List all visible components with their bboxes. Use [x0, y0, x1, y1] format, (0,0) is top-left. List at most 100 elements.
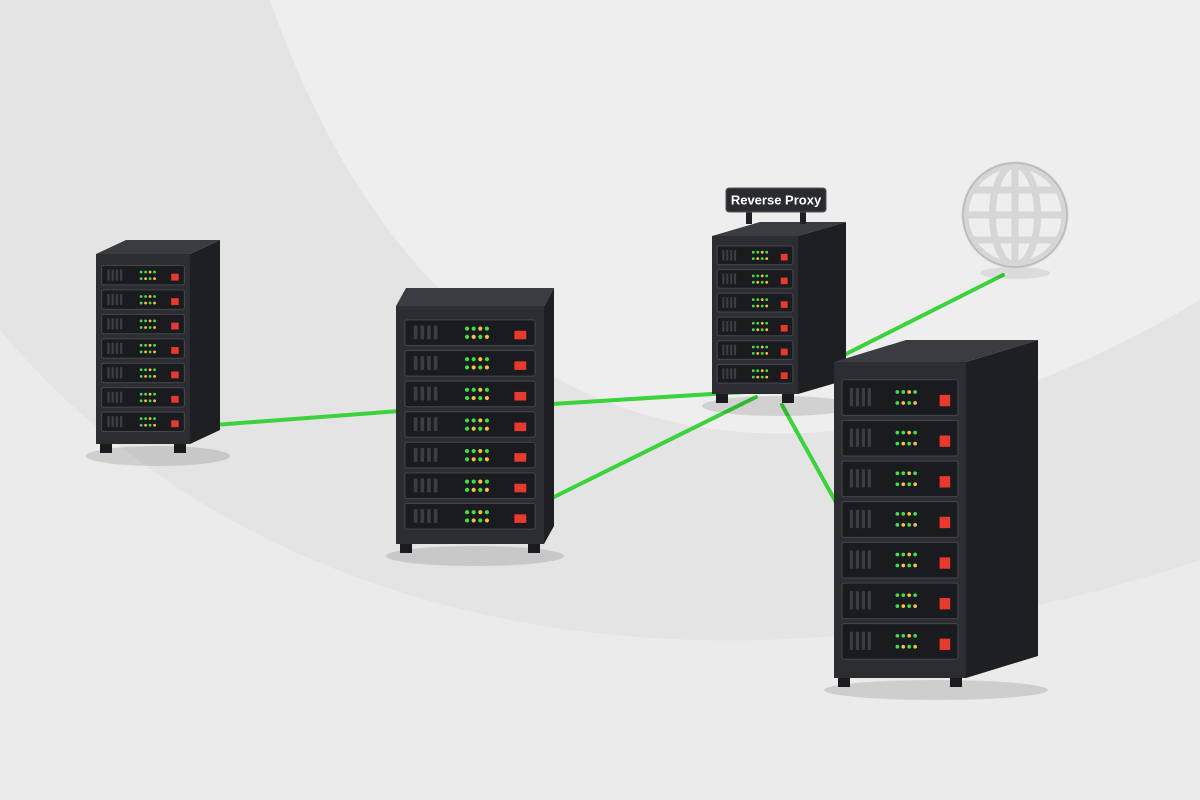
server-1-vent-slot [115, 416, 119, 428]
server-2-power-indicator [514, 391, 527, 401]
reverse-proxy-foot-0 [716, 394, 728, 403]
server-1-vent-slot [107, 416, 110, 428]
server-3-vent-slot [849, 387, 854, 407]
server-1-status-led [139, 399, 143, 403]
server-1-status-led [148, 319, 152, 323]
server-1-status-led [139, 295, 143, 298]
reverse-proxy-foot-1 [782, 394, 794, 403]
server-1-status-led [153, 350, 156, 354]
server-1-vent-slot [119, 342, 123, 354]
server-2-power-indicator [514, 514, 527, 523]
server-3-status-led [907, 390, 912, 394]
server-1-power-indicator [171, 322, 179, 330]
server-2-vent-slot [427, 325, 431, 340]
server-2-vent-slot [420, 478, 425, 493]
server-2-vent-slot [427, 417, 431, 432]
reverse-proxy-status-led [751, 250, 755, 254]
server-2-unit-6 [404, 472, 536, 499]
server-2-status-led [478, 479, 483, 484]
server-3-status-led [901, 401, 906, 405]
server-1-status-led [148, 343, 152, 347]
server-3-vent-slot [855, 469, 860, 488]
server-1-vent-slot [115, 391, 119, 403]
server-1-unit-1 [101, 265, 185, 286]
server-1-status-led [139, 374, 143, 378]
globe-edge [962, 162, 1068, 268]
server-3-unit-7 [841, 623, 959, 660]
reverse-proxy-status-led [760, 375, 764, 379]
reverse-proxy-vent-slot [726, 320, 729, 332]
server-3-status-led [895, 523, 900, 527]
reverse-proxy-status-led [765, 280, 769, 284]
server-3-vent-slot [855, 387, 860, 407]
server-2-status-led [478, 487, 483, 492]
server-2-status-led [478, 518, 483, 523]
reverse-proxy-status-led [751, 298, 755, 301]
server-3-status-led [913, 471, 917, 476]
server-1-foot-0 [100, 444, 112, 453]
server-2-status-led [484, 457, 490, 462]
server-2-status-led [471, 518, 476, 523]
server-3-vent-slot [861, 509, 866, 529]
server-3-status-led [907, 441, 912, 446]
server-1-status-led [153, 277, 156, 281]
server-3-status-led [901, 563, 906, 568]
reverse-proxy-power-indicator [780, 324, 788, 332]
server-1-vent-slot [119, 294, 123, 306]
reverse-proxy-vent-slot [726, 368, 729, 379]
server-2-vent-slot [420, 417, 425, 432]
server-2-status-led [478, 387, 483, 392]
server-3-vent-slot [855, 631, 860, 651]
server-2-vent-slot [427, 386, 431, 401]
server-3-status-led [895, 441, 900, 446]
server-1-status-led [144, 295, 148, 298]
reverse-proxy-power-indicator [780, 277, 788, 285]
server-2-vent-slot [413, 447, 418, 462]
server-1-rack [86, 240, 230, 466]
server-2-power-indicator [514, 361, 527, 370]
reverse-proxy-status-led [765, 274, 769, 278]
server-2-status-led [464, 365, 470, 370]
reverse-proxy-status-led [760, 274, 764, 278]
server-2-vent-slot [433, 509, 438, 523]
server-3-vent-slot [855, 509, 860, 529]
reverse-proxy-status-led [765, 369, 769, 373]
reverse-proxy-status-led [756, 351, 760, 355]
server-2-status-led [471, 487, 476, 492]
server-3-vent-slot [867, 428, 871, 447]
server-3-side-panel [966, 340, 1038, 678]
reverse-proxy-status-led [756, 298, 760, 301]
server-3-status-led [901, 593, 906, 598]
server-3-vent-slot [867, 550, 871, 569]
server-3-vent-slot [855, 591, 860, 610]
server-1-status-led [144, 277, 148, 281]
reverse-proxy-vent-slot [733, 249, 737, 261]
server-3-vent-slot [867, 509, 871, 529]
server-2-vent-slot [433, 356, 438, 370]
reverse-proxy-status-led [756, 321, 760, 325]
server-2-vent-slot [427, 447, 431, 462]
server-3-status-led [895, 604, 900, 608]
server-2-vent-slot [433, 325, 438, 340]
server-3-status-led [907, 593, 912, 598]
server-2-status-led [484, 510, 490, 515]
server-1-vent-slot [115, 269, 119, 281]
server-3-status-led [913, 430, 917, 435]
server-1-vent-slot [115, 318, 119, 330]
server-1-status-led [139, 319, 143, 323]
server-3-unit-4 [841, 501, 959, 538]
server-1-vent-slot [107, 367, 110, 379]
reverse-proxy-status-led [765, 351, 769, 355]
reverse-proxy-unit-5 [716, 340, 794, 360]
server-1-status-led [144, 368, 148, 372]
server-2-vent-slot [420, 386, 425, 401]
server-2-unit-3 [404, 380, 536, 408]
server-2-status-led [464, 418, 470, 423]
server-1-status-led [153, 368, 156, 372]
server-1-status-led [153, 343, 156, 347]
server-3-vent-slot [861, 550, 866, 569]
reverse-proxy-status-led [756, 369, 760, 373]
reverse-proxy-status-led [756, 250, 760, 254]
reverse-proxy-status-led [765, 321, 769, 325]
server-2-status-led [478, 365, 483, 370]
